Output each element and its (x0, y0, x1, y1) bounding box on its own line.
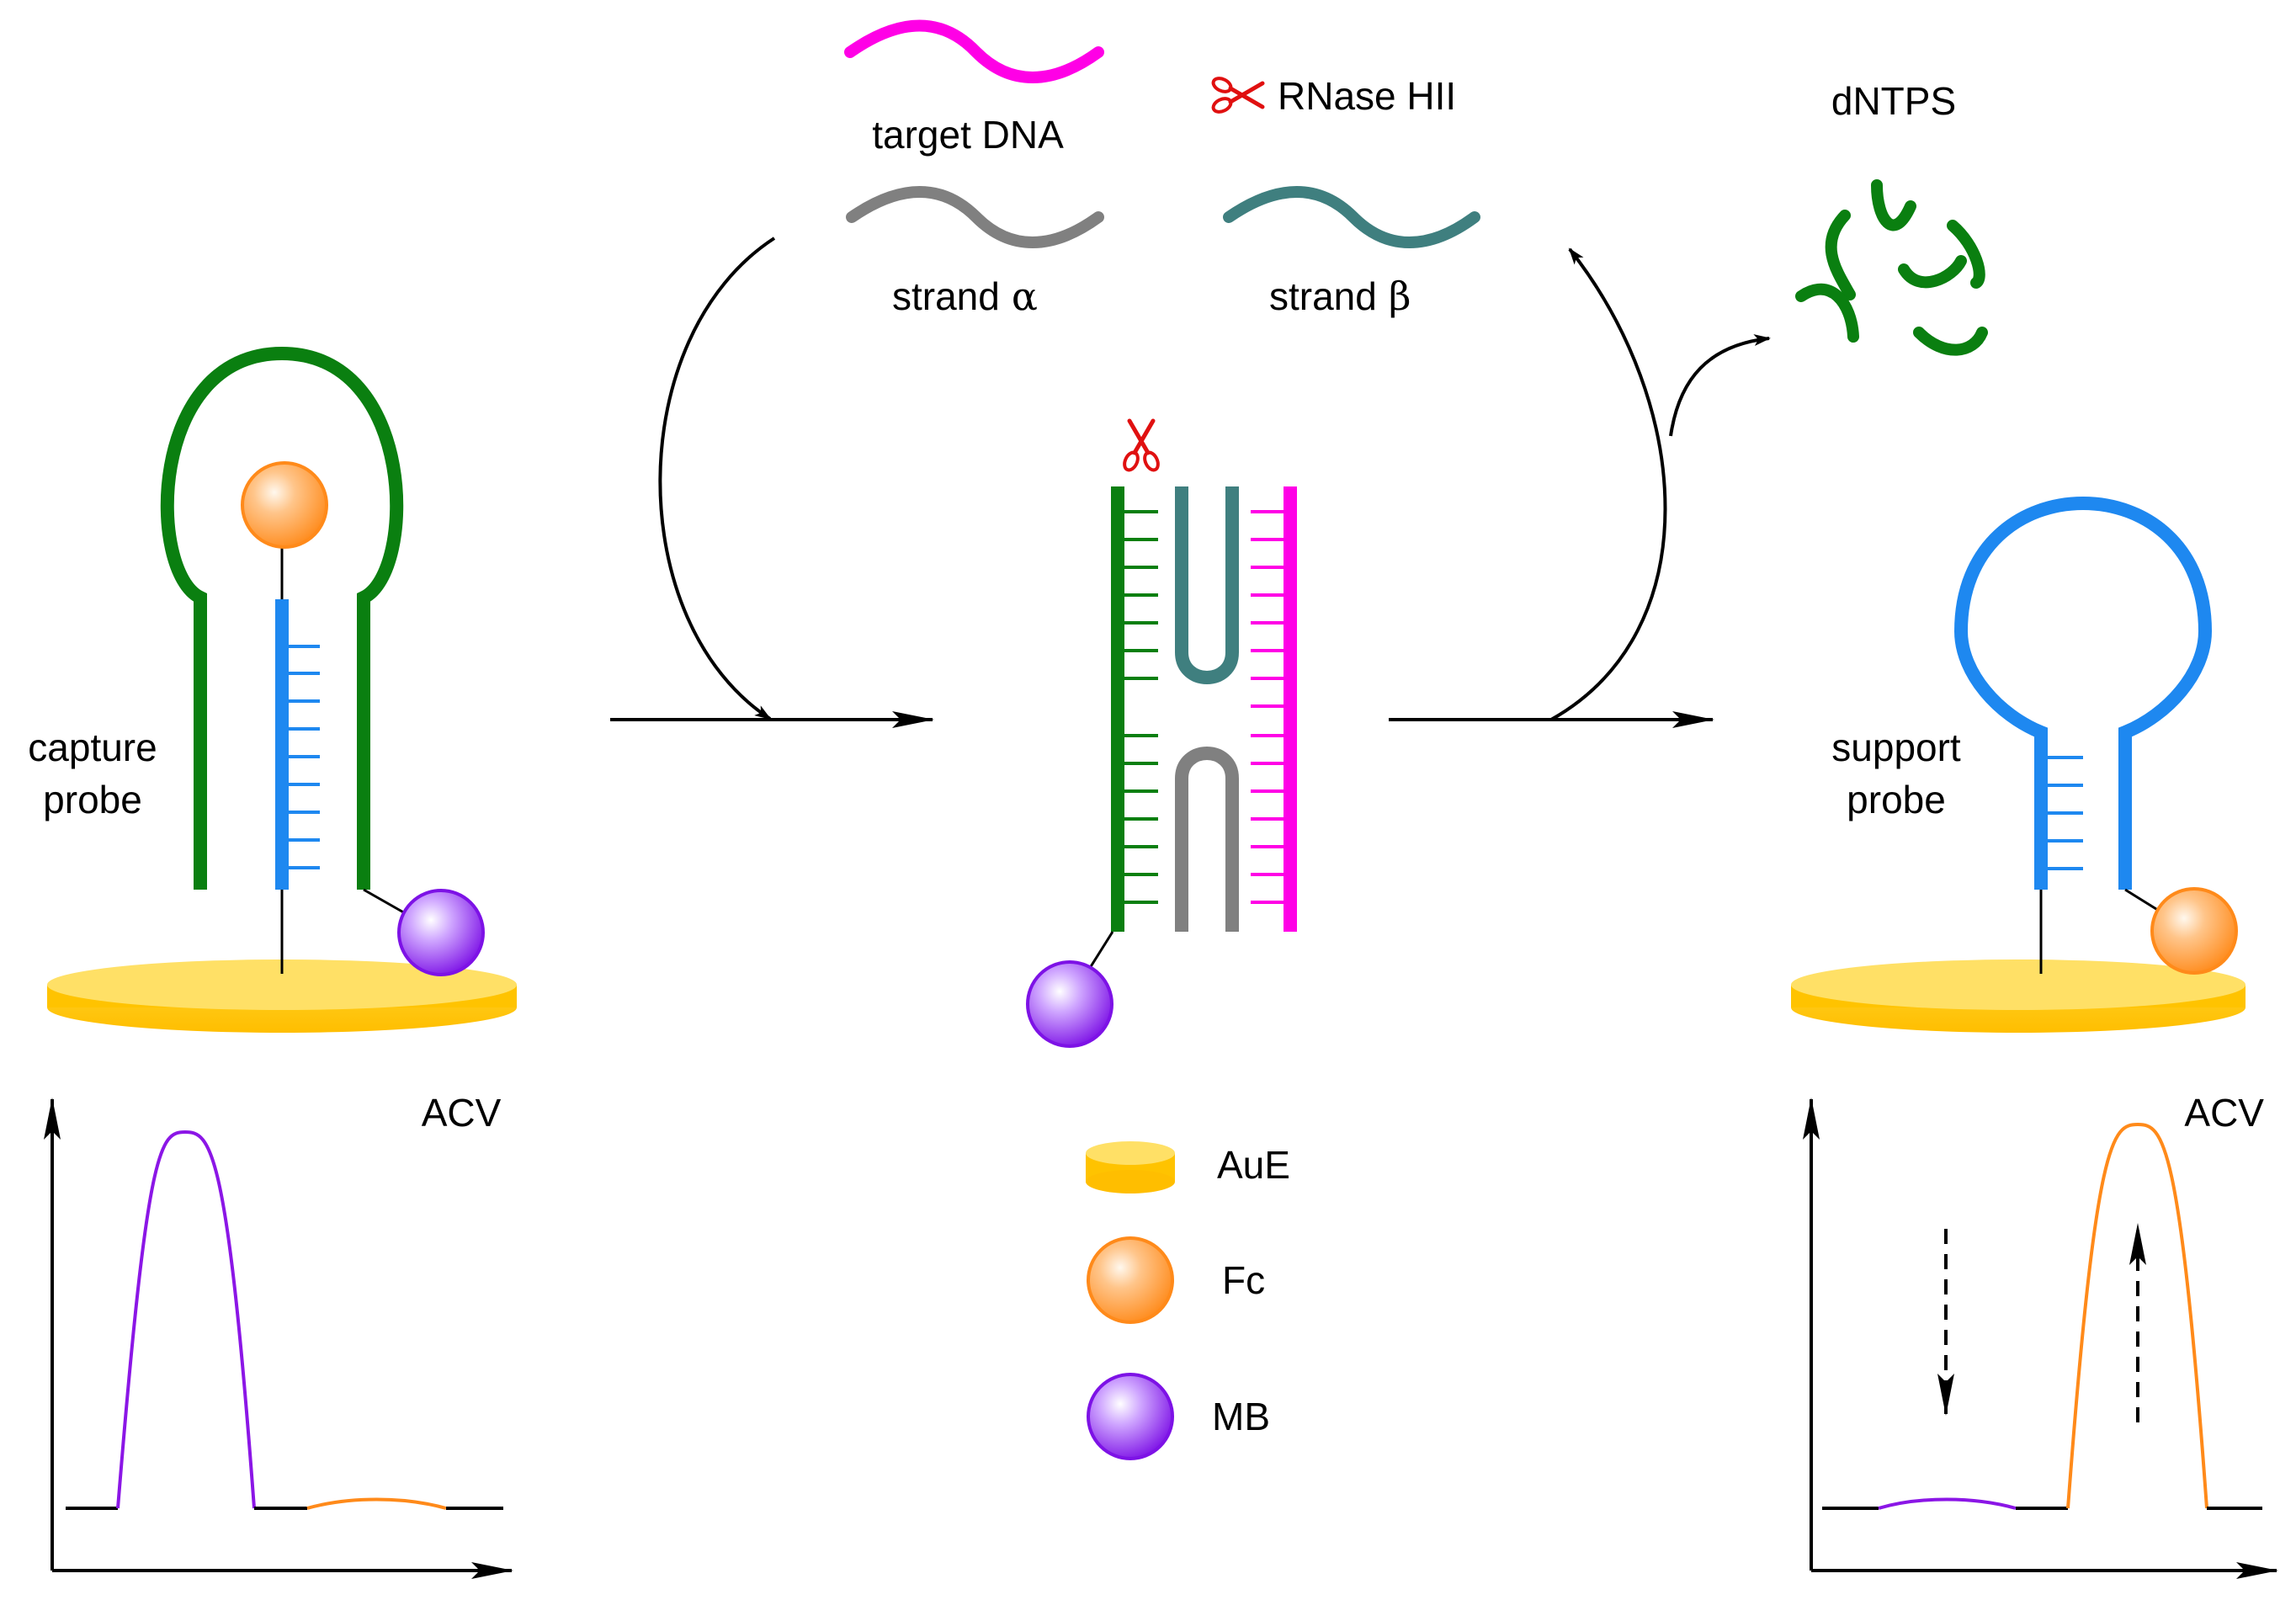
mb-peak-left (116, 1130, 256, 1509)
acv-plot-left (44, 1098, 513, 1579)
strand-alpha-bound (1175, 747, 1239, 932)
legend-item-mb: MB (1087, 1373, 1270, 1460)
fc-peak-right (2066, 1122, 2208, 1509)
center-complex (1026, 421, 1297, 1048)
legend-label-mb: MB (1212, 1395, 1270, 1438)
strand-beta-bound (1175, 486, 1239, 684)
target-dna-label: target DNA (872, 113, 1064, 157)
mb-bead-center (1026, 960, 1113, 1048)
dntps-label: dNTPS (1831, 79, 1956, 123)
electrode-left-top (47, 959, 517, 1010)
capture-probe-label-2: probe (43, 778, 142, 821)
legend-label-aue: AuE (1217, 1143, 1290, 1187)
electrode-right-top (1791, 959, 2246, 1010)
strand-alpha (846, 186, 1104, 248)
strand-beta (1223, 186, 1480, 248)
acv-label-left: ACV (422, 1091, 502, 1135)
magenta-teeth (1251, 510, 1284, 904)
capture-probe-label-1: capture (28, 726, 157, 769)
fc-bead-support (2150, 887, 2238, 975)
support-probe-label-2: probe (1847, 778, 1946, 821)
support-blue-teeth (2048, 756, 2083, 870)
acv-plot-right (1803, 1098, 2278, 1579)
mb-peak-right (1878, 1497, 2017, 1510)
green-teeth (1124, 510, 1158, 904)
arrow-icon-release (1550, 247, 1667, 721)
acv-label-right: ACV (2184, 1091, 2264, 1135)
dntps-fragments (1795, 179, 1988, 356)
legend-item-fc: Fc (1087, 1236, 1265, 1324)
legend-item-aue: AuE (1086, 1141, 1290, 1193)
fc-bead-capture (241, 461, 328, 549)
rnase-label: RNase HII (1278, 74, 1456, 118)
support-probe (1791, 496, 2246, 1033)
mb-bead-capture (397, 889, 485, 976)
legend: AuE Fc MB (1086, 1141, 1290, 1460)
fc-peak-left (306, 1497, 447, 1510)
legend-label-fc: Fc (1222, 1258, 1265, 1302)
capture-hairpin-strand (160, 346, 404, 890)
support-hairpin-strand (1953, 496, 2213, 890)
capture-blue-teeth (289, 645, 320, 869)
support-probe-label-1: support (1831, 726, 1961, 769)
arrow-icon-dntps (1669, 334, 1771, 437)
target-dna-strand (844, 19, 1104, 83)
arrow-icon-input (658, 237, 776, 720)
scissors-icon (1211, 76, 1262, 114)
capture-probe (47, 346, 517, 1033)
scissors-icon-center (1122, 421, 1161, 472)
